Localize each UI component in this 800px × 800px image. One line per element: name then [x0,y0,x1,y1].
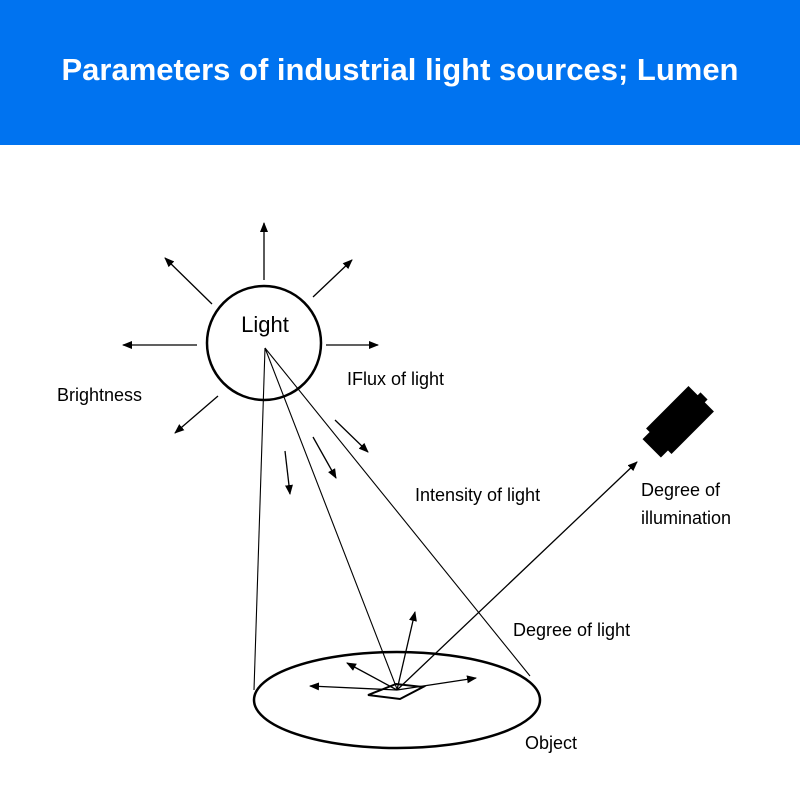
object-label: Object [525,733,577,753]
brightness-label: Brightness [57,385,142,405]
light-label: Light [241,312,289,337]
page-title: Parameters of industrial light sources; … [61,51,739,87]
radiating-arrows [122,222,379,495]
light-source-circle [205,284,323,402]
reflection-arrows [309,461,638,691]
intensity-label: Intensity of light [415,485,540,505]
degree-of-light-label: Degree of light [513,620,630,640]
camera-icon [642,386,714,458]
illumination-label-line1: Degree of [641,480,721,500]
illumination-label-line2: illumination [641,508,731,528]
surface-patch [367,682,427,701]
flux-label: IFlux of light [347,369,444,389]
header-banner: Parameters of industrial light sources; … [0,0,800,145]
object-ellipse [252,650,542,750]
light-cone [253,347,531,691]
